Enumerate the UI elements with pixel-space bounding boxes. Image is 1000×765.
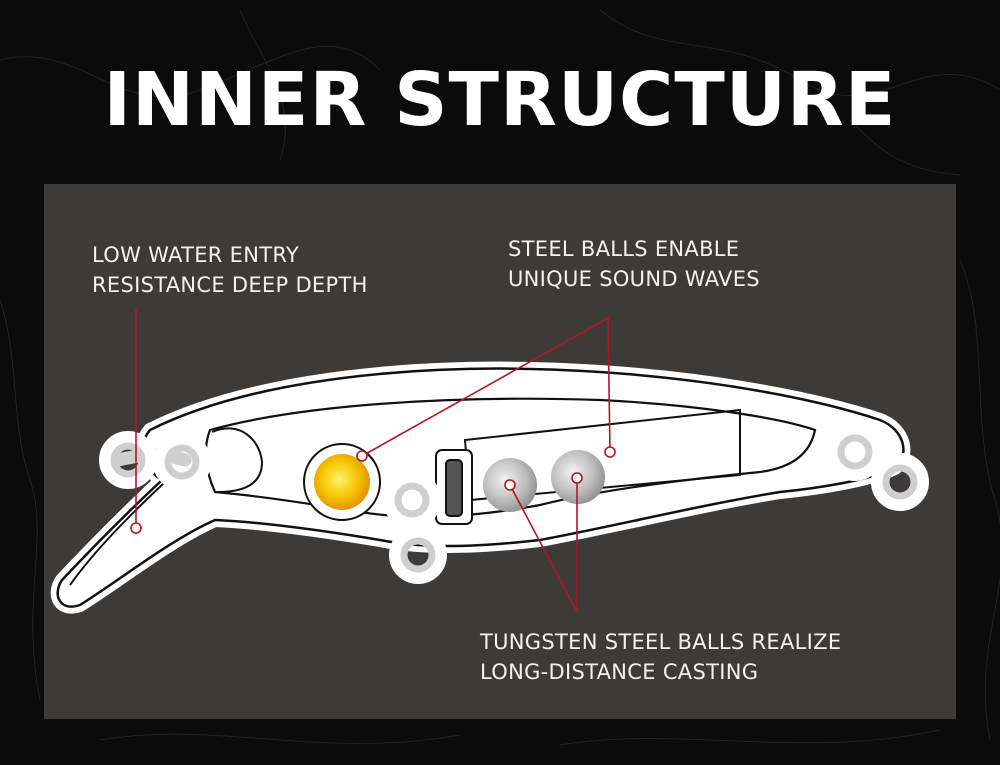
callout-line: RESISTANCE DEEP DEPTH [92,273,368,297]
callout-line: TUNGSTEN STEEL BALLS REALIZE [480,630,842,654]
diving-lip [69,481,166,586]
callout-tungsten-balls: TUNGSTEN STEEL BALLS REALIZE LONG-DISTAN… [480,627,841,687]
page-title: INNER STRUCTURE [103,57,897,143]
callout-line: LOW WATER ENTRY [92,243,300,267]
nose-cavity [211,427,264,493]
callout-line: STEEL BALLS ENABLE [508,237,740,261]
leader-dots [130,446,616,534]
callout-low-water-entry: LOW WATER ENTRY RESISTANCE DEEP DEPTH [92,240,368,300]
callout-line: UNIQUE SOUND WAVES [508,267,760,291]
lure-outline [56,367,905,608]
callout-line: LONG-DISTANCE CASTING [480,660,759,684]
magnet-bar [445,459,463,517]
callout-steel-balls: STEEL BALLS ENABLE UNIQUE SOUND WAVES [508,234,760,294]
gold-ball [314,454,370,510]
leader-lines [135,308,611,613]
